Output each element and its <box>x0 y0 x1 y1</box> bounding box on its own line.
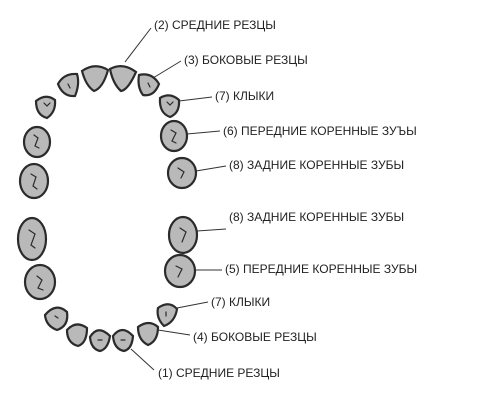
label-upper-canines: (7) КЛЫКИ <box>215 89 274 103</box>
label-upper-second-molars: (8) ЗАДНИЕ КОРЕННЫЕ ЗУБЫ <box>229 158 404 172</box>
label-upper-first-molars: (6) ПЕРЕДНИЕ КОРЕННЫЕ ЗУЪЫ <box>223 124 417 138</box>
label-lower-lateral-incisors: (4) БОКОВЫЕ РЕЗЦЫ <box>193 330 317 344</box>
leader-upper-central-incisors <box>124 27 152 63</box>
label-lower-canines: (7) КЛЫКИ <box>211 295 270 309</box>
lower-first-molar-left <box>23 263 57 301</box>
upper-central-incisor-left <box>80 65 110 93</box>
lower-central-incisor-left <box>88 329 112 353</box>
leader-lines <box>124 27 227 371</box>
lower-canine-left <box>43 306 69 332</box>
leader-upper-first-molars <box>186 130 221 135</box>
leader-lower-second-molars <box>196 228 227 232</box>
label-lower-second-molars: (8) ЗАДНИЕ КОРЕННЫЕ ЗУБЫ <box>229 210 404 224</box>
tooth-inner-marks <box>28 82 187 341</box>
lower-first-molar-right <box>163 253 197 289</box>
label-lower-first-molars: (5) ПЕРЕДНИЕ КОРЕННЫЕ ЗУБЫ <box>225 262 417 276</box>
leader-upper-second-molars <box>195 165 227 172</box>
upper-canine-right <box>158 94 181 119</box>
upper-canine-left <box>34 95 57 120</box>
leader-lower-central-incisors <box>130 348 155 371</box>
upper-arch <box>18 65 198 200</box>
upper-second-molar-right <box>166 156 198 190</box>
labels: (2) СРЕДНИЕ РЕЗЦЫ (3) БОКОВЫЕ РЕЗЦЫ (7) … <box>154 18 417 380</box>
label-upper-central-incisors: (2) СРЕДНИЕ РЕЗЦЫ <box>154 18 276 32</box>
lower-canine-right <box>156 303 179 328</box>
leader-lower-lateral-incisors <box>157 329 191 336</box>
label-upper-lateral-incisors: (3) БОКОВЫЕ РЕЗЦЫ <box>184 53 308 67</box>
leader-upper-canines <box>178 96 213 102</box>
upper-second-molar-left <box>18 162 50 200</box>
lower-lateral-incisor-right <box>136 321 160 347</box>
lower-second-molar-left <box>16 216 48 262</box>
lower-arch <box>16 215 199 353</box>
leader-upper-lateral-incisors <box>152 60 182 79</box>
lower-lateral-incisor-left <box>65 323 89 348</box>
lower-second-molar-right <box>167 215 199 255</box>
label-lower-central-incisors: (1) СРЕДНИЕ РЕЗЦЫ <box>158 366 280 380</box>
upper-central-incisor-right <box>108 65 138 93</box>
leader-lower-canines <box>176 301 209 309</box>
